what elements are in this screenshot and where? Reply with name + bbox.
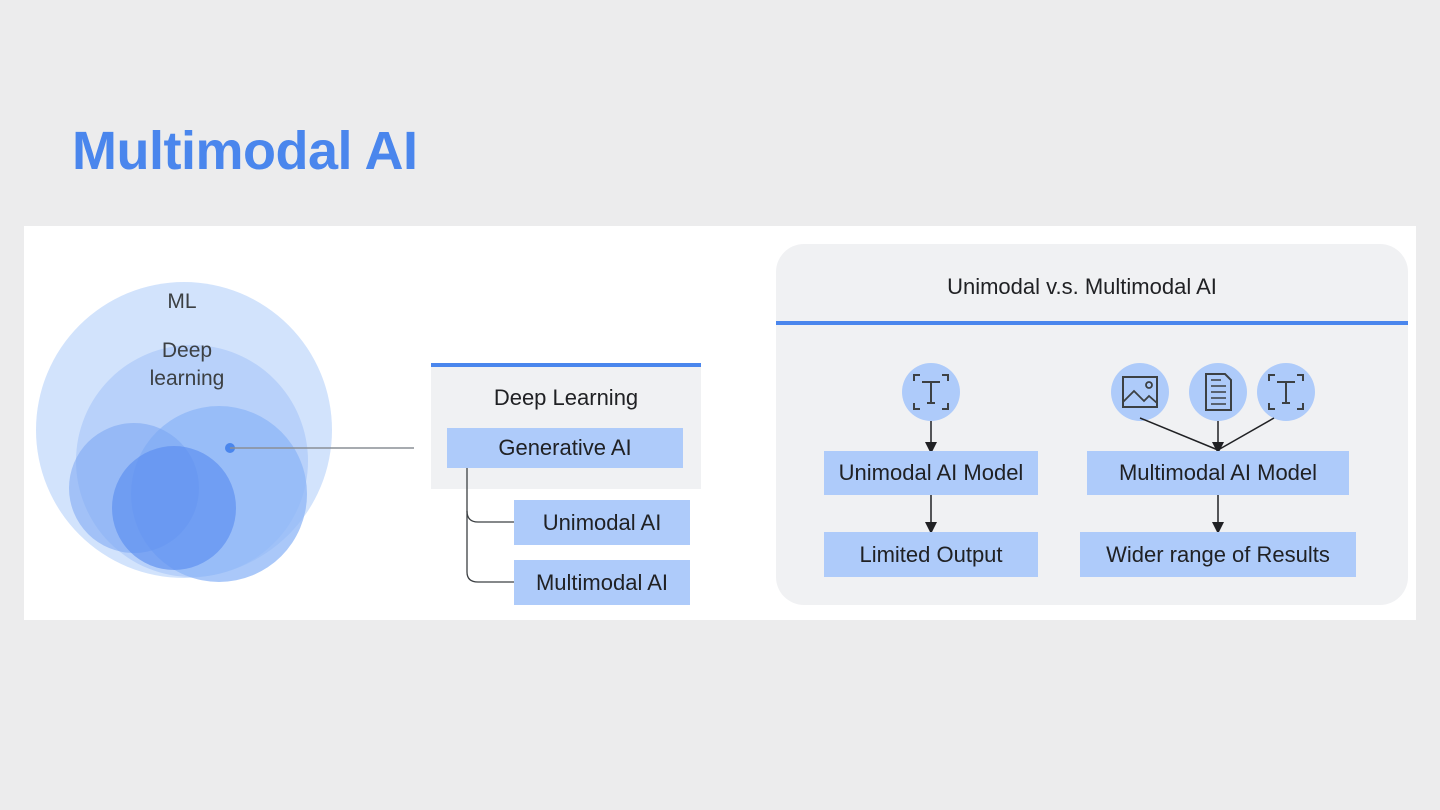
multimodal-ai-box: Multimodal AI [514,560,690,605]
deep-learning-label: Deep learning [149,339,225,390]
ml-label: ML [167,290,197,313]
hierarchy-accent-bar [431,363,701,367]
multimodal-model-box: Multimodal AI Model [1087,451,1349,495]
comparison-title: Unimodal v.s. Multimodal AI [947,274,1217,299]
wider-results-box: Wider range of Results [1080,532,1356,577]
hierarchy-card: Deep Learning Generative AI [431,363,701,489]
image-icon [1111,363,1169,421]
slide-title: Multimodal AI [72,121,418,181]
right-sub-circle [112,446,236,570]
unimodal-ai-box: Unimodal AI [514,500,690,545]
limited-output-box: Limited Output [824,532,1038,577]
generative-ai-box: Generative AI [447,428,683,468]
diagram-panel: ML Deep learning Deep Learning Generativ… [24,226,1416,620]
hierarchy-header: Deep Learning [493,385,639,410]
text-icon [902,363,960,421]
comparison-graphics [902,363,1315,534]
document-icon [1189,363,1247,421]
text-icon [1257,363,1315,421]
unimodal-model-box: Unimodal AI Model [824,451,1038,495]
venn-diagram [36,282,414,582]
comparison-accent-bar [776,321,1408,325]
